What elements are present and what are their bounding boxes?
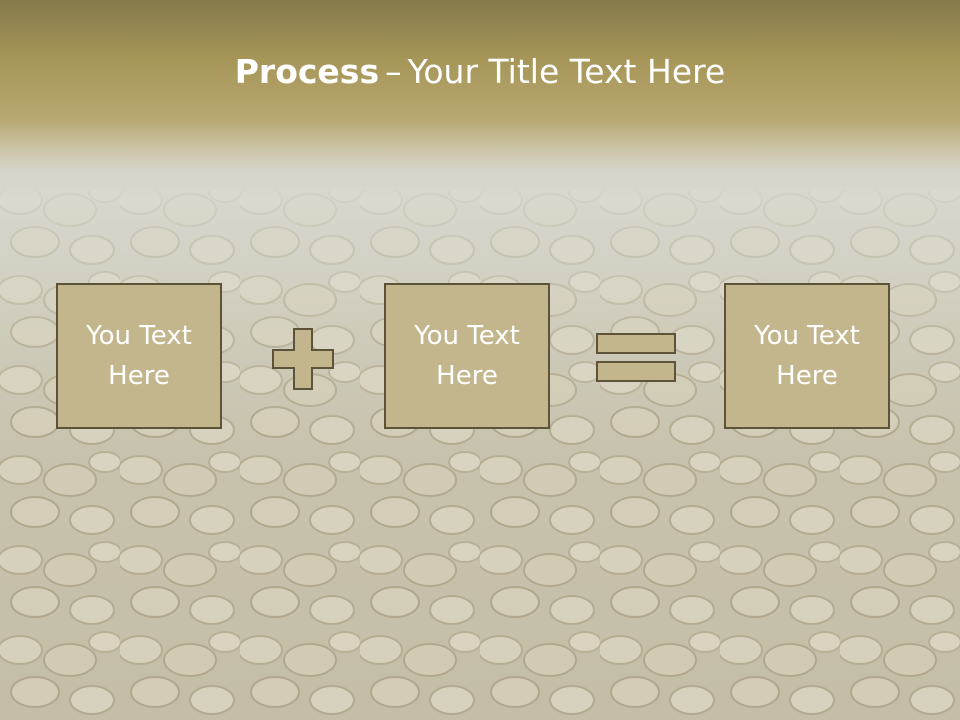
process-box-2[interactable]: You Text Here [384, 283, 550, 429]
box-3-line-2: Here [776, 361, 838, 391]
title-bold-word: Process [234, 52, 380, 91]
title-text: Your Title Text Here [407, 52, 726, 91]
box-2-line-1: You Text [414, 321, 520, 351]
box-1-line-2: Here [108, 361, 170, 391]
process-box-1[interactable]: You Text Here [56, 283, 222, 429]
box-1-line-1: You Text [86, 321, 192, 351]
process-box-3[interactable]: You Text Here [724, 283, 890, 429]
plus-icon [272, 328, 334, 390]
slide-title: Process–Your Title Text Here [0, 52, 960, 91]
title-dash: – [385, 52, 402, 91]
title-band [0, 0, 960, 200]
box-2-line-2: Here [436, 361, 498, 391]
box-3-line-1: You Text [754, 321, 860, 351]
equals-icon [596, 333, 676, 382]
